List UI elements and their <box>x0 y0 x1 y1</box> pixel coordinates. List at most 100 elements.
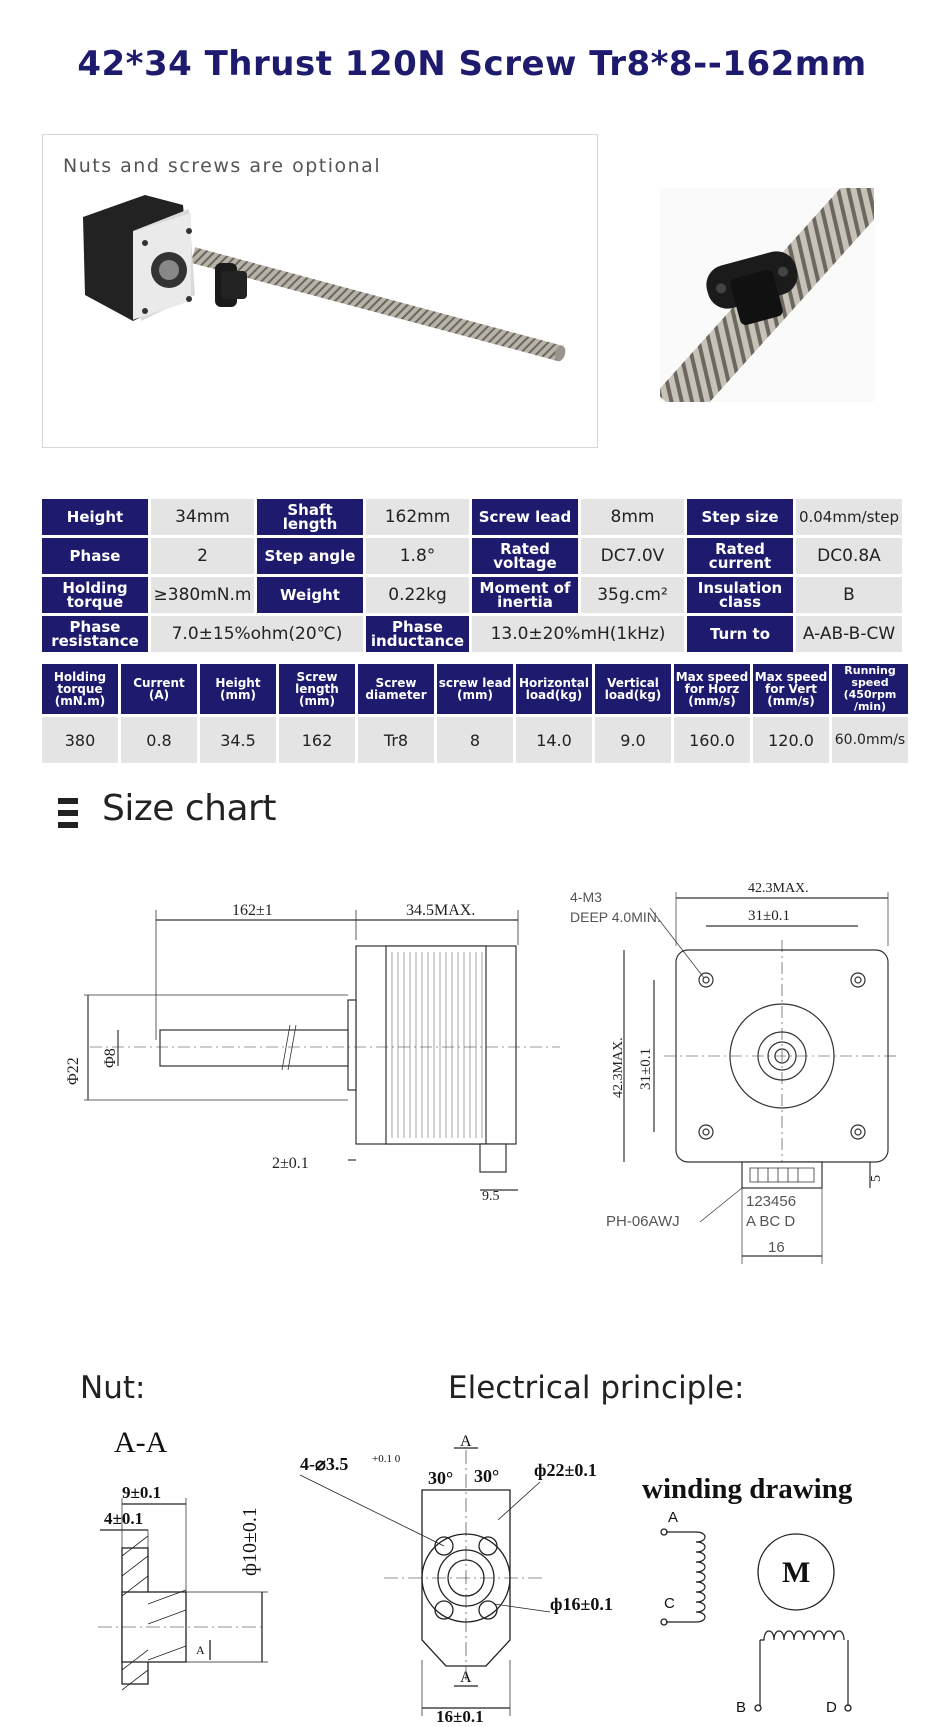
spec-value: 8mm <box>581 499 684 535</box>
spec-label: Weight <box>257 577 363 613</box>
spec-label: Step angle <box>257 538 363 574</box>
spec-value: 2 <box>151 538 254 574</box>
dim-outer-diameter: Φ22 <box>65 1057 82 1085</box>
spec-value: A-AB-B-CW <box>796 616 902 652</box>
spec-label: Height <box>42 499 148 535</box>
column-header: screw lead (mm) <box>437 664 513 714</box>
column-header: Vertical load(kg) <box>595 664 671 714</box>
dim-angle-1: 30° <box>428 1468 453 1488</box>
winding-label-d: D <box>826 1699 837 1716</box>
spec-value: DC0.8A <box>796 538 902 574</box>
dim-nut-2: 4±0.1 <box>104 1509 143 1528</box>
spec-label: Turn to <box>687 616 793 652</box>
spec-value: 0.04mm/step <box>796 499 902 535</box>
nut-closeup-image <box>660 188 874 402</box>
spec-table-performance: Holding torque (mN.m) Current (A) Height… <box>39 661 911 766</box>
table-row: Phase 2 Step angle 1.8° Rated voltage DC… <box>42 538 902 574</box>
page-title: 42*34 Thrust 120N Screw Tr8*8--162mm <box>77 44 867 84</box>
table-cell: Tr8 <box>358 717 434 763</box>
column-header: Max speed for Vert (mm/s) <box>753 664 829 714</box>
table-row: Phase resistance 7.0±15%ohm(20℃) Phase i… <box>42 616 902 652</box>
column-header: Horizontal load(kg) <box>516 664 592 714</box>
datum-ref: A <box>196 1643 205 1657</box>
dim-nut-holes: 4-⌀3.5 <box>300 1454 348 1474</box>
table-cell: 8 <box>437 717 513 763</box>
spec-value: 34mm <box>151 499 254 535</box>
spec-label: Moment of inertia <box>472 577 578 613</box>
spec-label: Rated voltage <box>472 538 578 574</box>
spec-label: Phase inductance <box>366 616 469 652</box>
table-cell: 9.0 <box>595 717 671 763</box>
table-cell: 60.0mm/s <box>832 717 908 763</box>
winding-label-b: B <box>736 1699 746 1716</box>
spec-value: 7.0±15%ohm(20℃) <box>151 616 363 652</box>
spec-label: Phase <box>42 538 148 574</box>
dim-connector: 9.5 <box>482 1189 500 1204</box>
section-marker-bottom: A <box>460 1669 472 1686</box>
spec-label: Insulation class <box>687 577 793 613</box>
column-header: Max speed for Horz (mm/s) <box>674 664 750 714</box>
winding-label-c: C <box>664 1595 675 1612</box>
column-header: Holding torque (mN.m) <box>42 664 118 714</box>
nut-section-label: A-A <box>114 1426 168 1459</box>
column-header: Screw diameter <box>358 664 434 714</box>
dim-flange: ф22±0.1 <box>534 1460 597 1480</box>
connector-pins: 123456 <box>746 1193 796 1210</box>
table-row: Height 34mm Shaft length 162mm Screw lea… <box>42 499 902 535</box>
dim-holes: 4-M3 <box>570 889 602 905</box>
spec-table-main: Height 34mm Shaft length 162mm Screw lea… <box>39 496 905 655</box>
spec-value: 1.8° <box>366 538 469 574</box>
spec-label: Step size <box>687 499 793 535</box>
spec-value: 13.0±20%mH(1kHz) <box>472 616 684 652</box>
dim-connector-height: 5 <box>869 1175 884 1182</box>
dim-nut-holes-tol: +0.1 0 <box>372 1453 401 1465</box>
spec-value: B <box>796 577 902 613</box>
dim-front-pitch: 31±0.1 <box>748 908 790 924</box>
dim-depth: DEEP 4.0MIN. <box>570 909 661 925</box>
nut-heading: Nut: <box>80 1370 146 1406</box>
winding-label-a: A <box>668 1509 678 1526</box>
photo-caption: Nuts and screws are optional <box>63 155 382 177</box>
table-cell: 162 <box>279 717 355 763</box>
table-header-row: Holding torque (mN.m) Current (A) Height… <box>42 664 908 714</box>
column-header: Screw length (mm) <box>279 664 355 714</box>
dim-shaft-diameter: Φ8 <box>102 1048 119 1068</box>
motor-symbol: M <box>782 1556 810 1589</box>
dim-step: 2±0.1 <box>272 1155 309 1172</box>
spec-label: Screw lead <box>472 499 578 535</box>
dim-front-width: 42.3MAX. <box>748 881 809 896</box>
spec-label: Rated current <box>687 538 793 574</box>
spec-label: Phase resistance <box>42 616 148 652</box>
spec-value: 162mm <box>366 499 469 535</box>
table-cell: 14.0 <box>516 717 592 763</box>
dim-body-length: 34.5MAX. <box>406 902 475 919</box>
table-cell: 380 <box>42 717 118 763</box>
spec-value: ≥380mN.m <box>151 577 254 613</box>
dim-front-pitch-v: 31±0.1 <box>638 1048 654 1090</box>
product-photo-box: Nuts and screws are optional <box>42 134 598 448</box>
dim-shaft-length: 162±1 <box>232 902 273 919</box>
dim-angle-2: 30° <box>474 1466 499 1486</box>
dim-nut-width: 16±0.1 <box>436 1707 484 1726</box>
dim-front-height: 42.3MAX. <box>611 1037 626 1098</box>
dim-connector-width: 16 <box>768 1239 785 1256</box>
column-header: Current (A) <box>121 664 197 714</box>
dim-nut-1: 9±0.1 <box>122 1483 161 1502</box>
spec-value: 0.22kg <box>366 577 469 613</box>
table-row: Holding torque ≥380mN.m Weight 0.22kg Mo… <box>42 577 902 613</box>
spec-value: 35g.cm² <box>581 577 684 613</box>
column-header: Height (mm) <box>200 664 276 714</box>
spec-label: Holding torque <box>42 577 148 613</box>
dim-bore: ф16±0.1 <box>550 1594 613 1614</box>
table-cell: 120.0 <box>753 717 829 763</box>
list-icon <box>58 798 78 828</box>
winding-title: winding drawing <box>642 1473 853 1505</box>
table-cell: 0.8 <box>121 717 197 763</box>
dim-nut-3: ф10±0.1 <box>239 1507 261 1576</box>
electrical-heading: Electrical principle: <box>448 1370 745 1406</box>
connector-model: PH-06AWJ <box>606 1213 680 1230</box>
table-row: 380 0.8 34.5 162 Tr8 8 14.0 9.0 160.0 12… <box>42 717 908 763</box>
connector-phases: A BC D <box>746 1213 795 1230</box>
table-cell: 34.5 <box>200 717 276 763</box>
table-cell: 160.0 <box>674 717 750 763</box>
